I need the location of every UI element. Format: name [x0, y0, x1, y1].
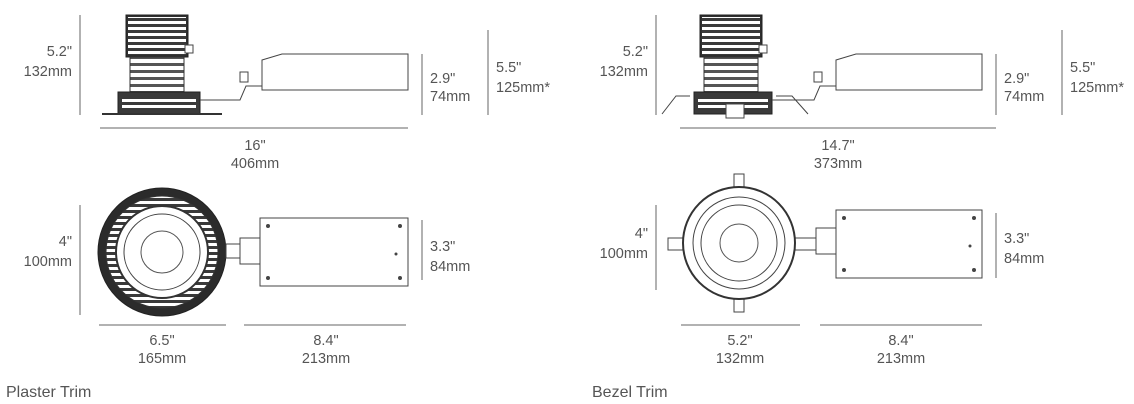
bezel-box-length-in: 8.4": [888, 333, 913, 349]
plaster-total-height-mm: 125mm*: [496, 80, 550, 96]
plaster-overall-length-mm: 406mm: [231, 156, 279, 172]
bezel-box-width-mm: 84mm: [1004, 251, 1044, 267]
bezel-box-width-in: 3.3": [1004, 231, 1029, 247]
bezel-trim-side-view: [661, 14, 983, 119]
bezel-trim-dimension-lines: [655, 15, 1063, 326]
plaster-housing-height-in: 2.9": [430, 71, 455, 87]
bezel-housing-height-in: 2.9": [1004, 71, 1029, 87]
plaster-trim-top-view: [97, 187, 409, 317]
plaster-side-height-mm: 132mm: [24, 64, 72, 80]
bezel-total-height-in: 5.5": [1070, 60, 1095, 76]
bezel-total-height-mm: 125mm*: [1070, 80, 1124, 96]
plaster-trim-diameter-in: 6.5": [149, 333, 174, 349]
plaster-housing-height-mm: 74mm: [430, 89, 470, 105]
plaster-trim-dimension-lines: [79, 15, 489, 326]
plaster-trim-caption: Plaster Trim: [6, 384, 92, 401]
plaster-side-height-in: 5.2": [47, 44, 72, 60]
plaster-top-height-mm: 100mm: [24, 254, 72, 270]
bezel-top-height-in: 4": [635, 226, 648, 242]
plaster-box-length-in: 8.4": [313, 333, 338, 349]
plaster-trim-diameter-mm: 165mm: [138, 351, 186, 367]
bezel-side-height-mm: 132mm: [600, 64, 648, 80]
plaster-top-height-in: 4": [59, 234, 72, 250]
plaster-box-length-mm: 213mm: [302, 351, 350, 367]
bezel-top-height-mm: 100mm: [600, 246, 648, 262]
bezel-trim-diameter-in: 5.2": [727, 333, 752, 349]
plaster-box-width-in: 3.3": [430, 239, 455, 255]
bezel-trim-diameter-mm: 132mm: [716, 351, 764, 367]
bezel-overall-length-mm: 373mm: [814, 156, 862, 172]
bezel-trim-caption: Bezel Trim: [592, 384, 668, 401]
plaster-trim-side-view: [102, 14, 409, 115]
bezel-trim-top-view: [667, 173, 983, 313]
bezel-box-length-mm: 213mm: [877, 351, 925, 367]
bezel-side-height-in: 5.2": [623, 44, 648, 60]
plaster-box-width-mm: 84mm: [430, 259, 470, 275]
plaster-overall-length-in: 16": [244, 138, 265, 154]
bezel-housing-height-mm: 74mm: [1004, 89, 1044, 105]
plaster-total-height-in: 5.5": [496, 60, 521, 76]
bezel-overall-length-in: 14.7": [821, 138, 854, 154]
